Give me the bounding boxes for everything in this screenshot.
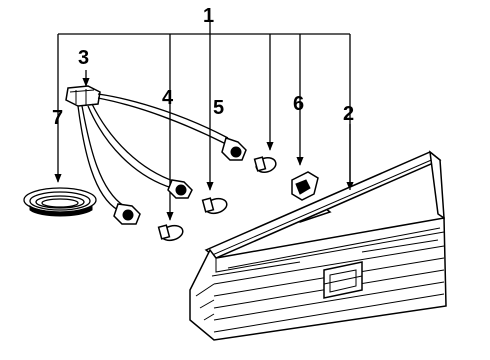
callout-1-leaders [54,22,354,221]
bulb-socket-lower [113,203,141,225]
tail-lamp-lens [189,150,447,341]
retainer-clip [291,171,319,201]
callout-2: 2 [343,103,354,125]
bulb-socket-upper [221,137,247,161]
callout-7: 7 [52,107,63,129]
callout-6: 6 [293,93,304,115]
bulb-lower [157,224,184,242]
wiring-harness [65,85,229,211]
gasket-coil [23,187,97,217]
callout-3: 3 [78,47,89,69]
callout-4: 4 [162,87,174,109]
callout-1: 1 [203,5,214,27]
bulb-upper [253,156,277,173]
bulb-middle [201,197,228,215]
callout-5: 5 [213,97,224,119]
bulb-socket-middle [167,179,193,199]
